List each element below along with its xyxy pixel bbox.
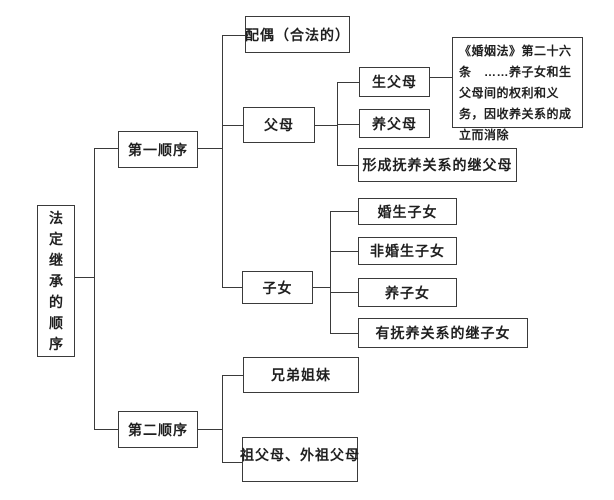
node-step-children-label: 有抚养关系的继子女: [375, 325, 511, 341]
marriage-law-annotation: 《婚姻法》第二十六条 ……养子女和生父母间的权利和义务，因收养关系的成立而消除: [452, 37, 583, 142]
connector-line: [222, 35, 223, 288]
node-legitimate-children-label: 婚生子女: [377, 203, 438, 220]
connector-line: [222, 462, 242, 463]
node-siblings: 兄弟姐妹: [243, 357, 359, 393]
marriage-law-annotation-text: 《婚姻法》第二十六条 ……养子女和生父母间的权利和义务，因收养关系的成立而消除: [459, 44, 572, 142]
node-parents-label: 父母: [264, 117, 294, 133]
node-root-label: 法定继承的顺序: [49, 209, 63, 352]
node-siblings-label: 兄弟姐妹: [271, 367, 331, 383]
node-root: 法定继承的顺序: [37, 205, 75, 357]
connector-line: [222, 375, 243, 376]
node-adopted-children: 养子女: [358, 278, 457, 307]
node-legitimate-children: 婚生子女: [358, 198, 457, 225]
node-illegitimate-children: 非婚生子女: [358, 237, 457, 265]
node-parents: 父母: [243, 107, 315, 143]
node-second-order-label: 第二顺序: [128, 421, 188, 438]
connector-line: [198, 429, 223, 430]
connector-line: [94, 429, 118, 430]
node-illegitimate-children-label: 非婚生子女: [370, 243, 445, 259]
connector-line: [330, 251, 358, 252]
connector-line: [337, 82, 359, 83]
connector-line: [430, 77, 452, 78]
node-step-parents: 形成抚养关系的继父母: [358, 148, 517, 182]
node-step-parents-label: 形成抚养关系的继父母: [362, 157, 513, 173]
connector-line: [94, 148, 118, 149]
connector-line: [330, 292, 358, 293]
connector-line: [198, 148, 223, 149]
node-first-order: 第一顺序: [118, 131, 198, 168]
node-biological-parents: 生父母: [359, 67, 430, 97]
connector-line: [222, 125, 243, 126]
node-second-order: 第二顺序: [118, 411, 198, 448]
connector-line: [313, 287, 331, 288]
node-children-label: 子女: [262, 279, 293, 296]
connector-line: [337, 124, 359, 125]
node-grandparents: 祖父母、外祖父母: [240, 437, 360, 482]
connector-line: [222, 35, 245, 36]
connector-line: [337, 165, 358, 166]
node-adoptive-parents-label: 养父母: [372, 115, 417, 132]
connector-line: [315, 125, 338, 126]
node-spouse-label: 配偶（合法的）: [245, 26, 350, 43]
connector-line: [222, 375, 223, 463]
connector-line: [330, 211, 358, 212]
node-biological-parents-label: 生父母: [372, 74, 417, 90]
node-adoptive-parents: 养父母: [359, 109, 430, 138]
node-grandparents-label: 祖父母、外祖父母: [240, 447, 360, 463]
node-first-order-label: 第一顺序: [128, 141, 188, 158]
connector-line: [75, 277, 95, 278]
node-adopted-children-label: 养子女: [385, 284, 430, 301]
node-step-children: 有抚养关系的继子女: [358, 318, 528, 348]
connector-line: [330, 333, 358, 334]
node-spouse: 配偶（合法的）: [245, 16, 350, 53]
node-children: 子女: [242, 271, 313, 304]
connector-line: [94, 148, 95, 430]
connector-line: [222, 287, 242, 288]
connector-line: [330, 211, 331, 334]
